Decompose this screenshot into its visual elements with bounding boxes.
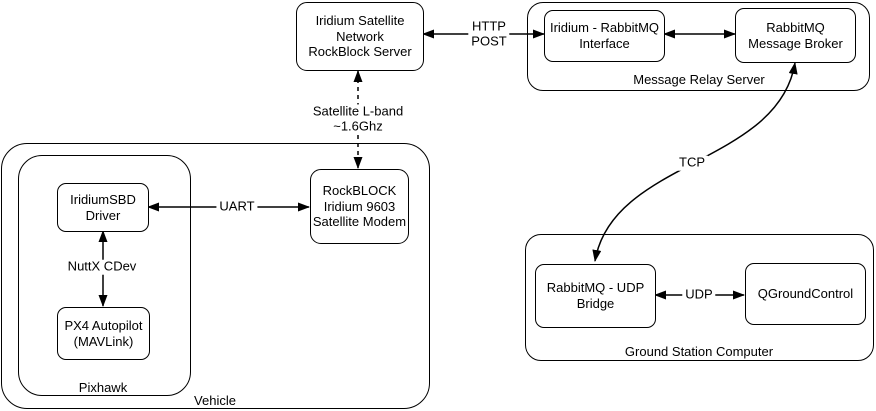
node-iridium-satellite-server: Iridium Satellite Network RockBlock Serv… (296, 2, 424, 71)
node-iridium-rabbitmq-interface: Iridium - RabbitMQ Interface (544, 10, 665, 62)
node-px4-autopilot: PX4 Autopilot (MAVLink) (57, 307, 150, 360)
vehicle-title: Vehicle (194, 393, 236, 408)
ground-station-computer-title: Ground Station Computer (624, 344, 774, 359)
pixhawk-title: Pixhawk (78, 380, 128, 395)
satellite-lband-label: Satellite L-band ~1.6Ghz (309, 104, 407, 134)
nuttx-cdev-label: NuttX CDev (64, 259, 140, 275)
uart-label: UART (216, 199, 258, 215)
message-relay-server-title: Message Relay Server (633, 72, 765, 87)
tcp-label: TCP (676, 155, 708, 171)
node-rabbitmq-message-broker: RabbitMQ Message Broker (735, 8, 856, 63)
node-qgroundcontrol: QGroundControl (745, 263, 866, 325)
node-iridiumsbd-driver: IridiumSBD Driver (57, 183, 149, 232)
node-rabbitmq-udp-bridge: RabbitMQ - UDP Bridge (535, 264, 656, 328)
node-rockblock-satellite-modem: RockBLOCK Iridium 9603 Satellite Modem (310, 169, 409, 244)
http-post-label: HTTP POST (468, 19, 510, 49)
udp-label: UDP (682, 287, 716, 303)
